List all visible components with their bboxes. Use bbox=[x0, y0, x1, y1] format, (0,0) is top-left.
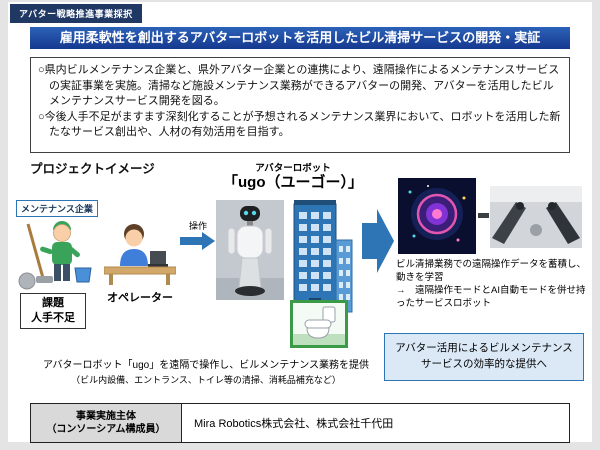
robot-title-block: アバターロボット 「ugo（ユーゴー）」 bbox=[218, 163, 368, 192]
cleaner-illustration bbox=[18, 221, 92, 290]
table-header-cell: 事業実施主体 （コンソーシアム構成員） bbox=[31, 404, 182, 442]
operate-arrow-icon bbox=[180, 232, 215, 250]
ugo-robot-photo bbox=[216, 200, 284, 300]
note-line-1: アバターロボット「ugo」を遠隔で操作し、ビルメンテナンス業務を提供 bbox=[42, 360, 370, 371]
table-header-line-2: （コンソーシアム構成員） bbox=[46, 424, 166, 435]
toilet-illustration bbox=[290, 300, 348, 348]
overview-bullet-1: ○県内ビルメンテナンス企業と、県外アバター企業との連携により、遠隔操作によるメン… bbox=[38, 64, 560, 108]
issue-line-1: 課題 bbox=[42, 297, 64, 309]
outcome-box: アバター活用によるビルメンテナンスサービスの効率的な提供へ bbox=[384, 333, 584, 381]
bottom-note: アバターロボット「ugo」を遠隔で操作し、ビルメンテナンス業務を提供 （ビル内設… bbox=[26, 356, 386, 386]
slide-title: 雇用柔軟性を創出するアバターロボットを活用したビル清掃サービスの開発・実証 bbox=[30, 27, 570, 49]
robot-name-label: 「ugo（ユーゴー）」 bbox=[223, 174, 363, 192]
note-line-2: （ビル内設備、エントランス、トイレ等の清掃、消耗品補充など） bbox=[71, 375, 341, 385]
maintenance-company-label: メンテナンス企業 bbox=[16, 200, 98, 217]
overview-box: ○県内ビルメンテナンス企業と、県外アバター企業との連携により、遠隔操作によるメン… bbox=[30, 57, 570, 153]
ai-brain-image bbox=[398, 178, 476, 254]
issue-line-2: 人手不足 bbox=[31, 311, 75, 324]
operate-label: 操作 bbox=[188, 221, 207, 231]
table-value-cell: Mira Robotics株式会社、株式会社千代田 bbox=[194, 418, 394, 430]
table-header-line-1: 事業実施主体 bbox=[76, 411, 136, 422]
overview-bullet-2: ○今後人手不足がますます深刻化することが予想されるメンテナンス業界において、ロボ… bbox=[38, 110, 561, 139]
issue-box: 課題 人手不足 bbox=[20, 293, 86, 329]
operator-illustration bbox=[104, 224, 176, 285]
building-illustration bbox=[293, 200, 353, 313]
learning-line-2: → 遠隔操作モードとAI自動モードを併せ持ったサービスロボット bbox=[396, 285, 586, 310]
robot-title-label: アバターロボット bbox=[255, 163, 331, 174]
implementer-table: 事業実施主体 （コンソーシアム構成員） Mira Robotics株式会社、株式… bbox=[30, 403, 570, 443]
program-badge: アバター戦略推進事業採択 bbox=[10, 4, 142, 23]
flow-arrow-icon bbox=[362, 209, 394, 273]
project-image-heading: プロジェクトイメージ bbox=[30, 162, 155, 176]
image-connector bbox=[478, 213, 489, 218]
learning-line-1: ビル清掃業務での遠隔操作データを蓄積し、動きを学習 bbox=[396, 259, 587, 284]
robot-arms-image bbox=[490, 186, 582, 248]
operator-label: オペレーター bbox=[107, 292, 173, 304]
learning-text-block: ビル清掃業務での遠隔操作データを蓄積し、動きを学習 → 遠隔操作モードとAI自動… bbox=[396, 258, 588, 310]
